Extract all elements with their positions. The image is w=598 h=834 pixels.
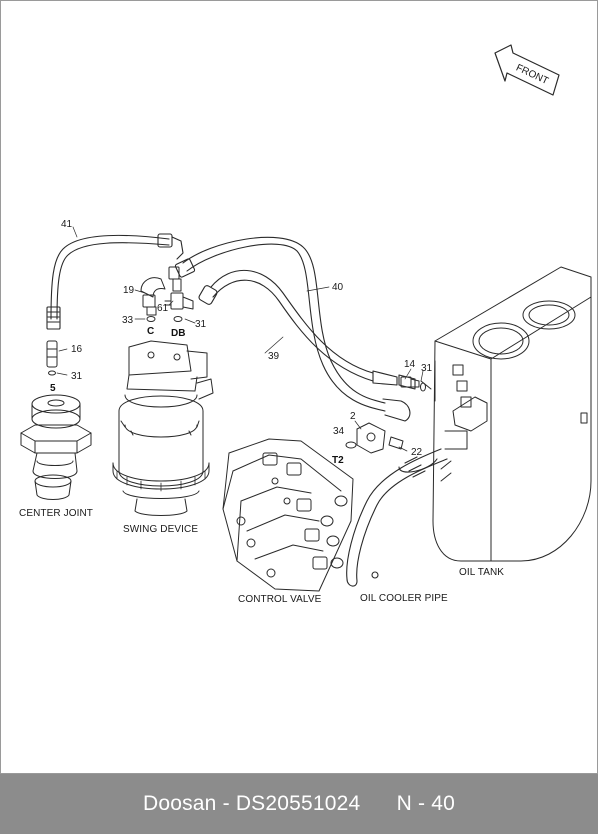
part-label-16: 16 [71, 344, 83, 355]
part-label-40: 40 [332, 282, 344, 293]
swing-device-drawing [112, 340, 214, 516]
port-label-db: DB [171, 328, 185, 339]
footer-page-number: N - 40 [396, 792, 456, 815]
hydraulic-lines-diagram: FRONT [19, 44, 592, 605]
caption-control-valve: CONTROL VALVE [238, 594, 322, 605]
part-label-14: 14 [404, 359, 416, 370]
caption-swing-device: SWING DEVICE [123, 524, 198, 535]
hose-40 [174, 236, 411, 422]
caption-oil-tank: OIL TANK [459, 567, 504, 578]
port-label-t2: T2 [332, 455, 344, 466]
part-label-31-swing: 31 [195, 319, 207, 330]
fitting-19-elbow [140, 277, 166, 316]
component-captions: CENTER JOINT SWING DEVICE CONTROL VALVE … [19, 508, 504, 605]
center-joint-drawing [20, 340, 92, 500]
fitting-14 [400, 376, 420, 388]
o-ring-31 [173, 316, 183, 322]
front-label: FRONT [514, 62, 550, 87]
part-label-22: 22 [411, 447, 423, 458]
part-label-34: 34 [333, 426, 345, 437]
part-label-31-tank: 31 [421, 363, 433, 374]
fitting-31-upper [168, 266, 182, 292]
footer-brand: Doosan [142, 792, 217, 815]
page-footer: Doosan - DS20551024 N - 40 [0, 774, 598, 834]
oil-tank-drawing [420, 266, 592, 562]
part-label-2: 2 [350, 411, 356, 422]
caption-center-joint: CENTER JOINT [19, 508, 93, 519]
footer-text: Doosan - DS20551024 N - 40 [142, 792, 456, 815]
part-label-19: 19 [123, 285, 135, 296]
footer-doc-number: DS20551024 [235, 792, 361, 815]
hose-39 [198, 269, 416, 390]
port-label-5: 5 [50, 383, 56, 394]
part-label-33: 33 [122, 315, 134, 326]
part-label-61: 61 [157, 303, 169, 314]
o-ring-34 [345, 441, 357, 449]
control-valve-drawing [222, 438, 354, 592]
caption-oil-cooler-pipe: OIL COOLER PIPE [360, 593, 448, 604]
part-number-labels: 41 19 61 33 31 40 39 16 31 14 31 2 34 22… [50, 219, 433, 466]
port-label-c: C [147, 326, 154, 337]
part-label-31-center: 31 [71, 371, 83, 382]
front-arrow-icon [494, 44, 560, 96]
leader-lines [56, 226, 424, 452]
oil-cooler-pipe-drawing [346, 448, 448, 587]
part-label-41: 41 [61, 219, 73, 230]
flange-2 [356, 422, 404, 454]
fitting-61-tee [164, 292, 194, 310]
part-label-39: 39 [268, 351, 280, 362]
o-ring-33 [146, 316, 156, 322]
hose-41 [46, 233, 184, 330]
parts-diagram-canvas: FRONT [0, 0, 598, 774]
